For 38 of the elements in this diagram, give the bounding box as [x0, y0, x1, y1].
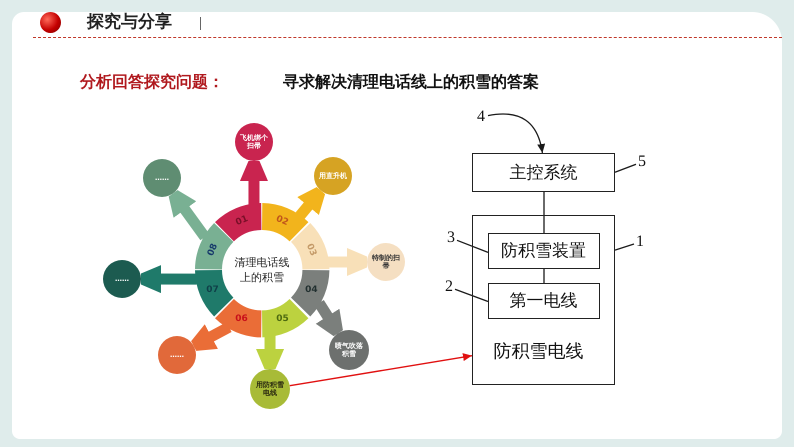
segment-number: 06 — [235, 314, 248, 324]
segment-number: 02 — [274, 214, 290, 228]
ring-segment — [262, 298, 309, 337]
callout-number: 5 — [636, 151, 648, 173]
leader-line — [456, 240, 488, 253]
question-label: 分析回答探究问题： — [80, 72, 224, 92]
leader-line — [614, 243, 634, 251]
leader-line — [454, 288, 488, 302]
segment-number: 08 — [206, 242, 220, 258]
ring-segment — [262, 203, 309, 242]
ring-segment — [215, 203, 262, 242]
callout-number: 3 — [445, 227, 457, 249]
component-box: 主控系统 — [472, 153, 615, 192]
component-box: 第一电线 — [488, 282, 600, 318]
section-title: 探究与分享 — [87, 11, 172, 33]
component-label: 防积雪电线 — [494, 340, 584, 364]
arrow — [488, 113, 545, 154]
arrow — [290, 353, 472, 386]
question-text: 寻求解决清理电话线上的积雪的答案 — [283, 72, 539, 92]
segment-number: 05 — [276, 314, 289, 324]
ring-segment — [195, 270, 234, 317]
component-box: 防积雪装置 — [488, 232, 600, 268]
ring-segment — [195, 223, 234, 270]
topic-text: 清理电话线上的积雪 — [234, 255, 290, 285]
ring-segment — [290, 270, 329, 317]
leader-line — [614, 164, 636, 173]
segment-number: 07 — [206, 285, 219, 296]
segment-number: 04 — [305, 285, 318, 296]
callout-number: 2 — [443, 276, 455, 298]
component-box — [472, 215, 615, 385]
connector-line — [543, 269, 545, 283]
segment-number: 01 — [234, 214, 250, 228]
ring-segment — [290, 223, 329, 270]
ring-segment — [215, 298, 262, 337]
segment-number: 03 — [304, 242, 318, 258]
callout-number: 1 — [634, 231, 646, 253]
callout-number: 4 — [474, 106, 488, 128]
connector-line — [543, 192, 545, 233]
